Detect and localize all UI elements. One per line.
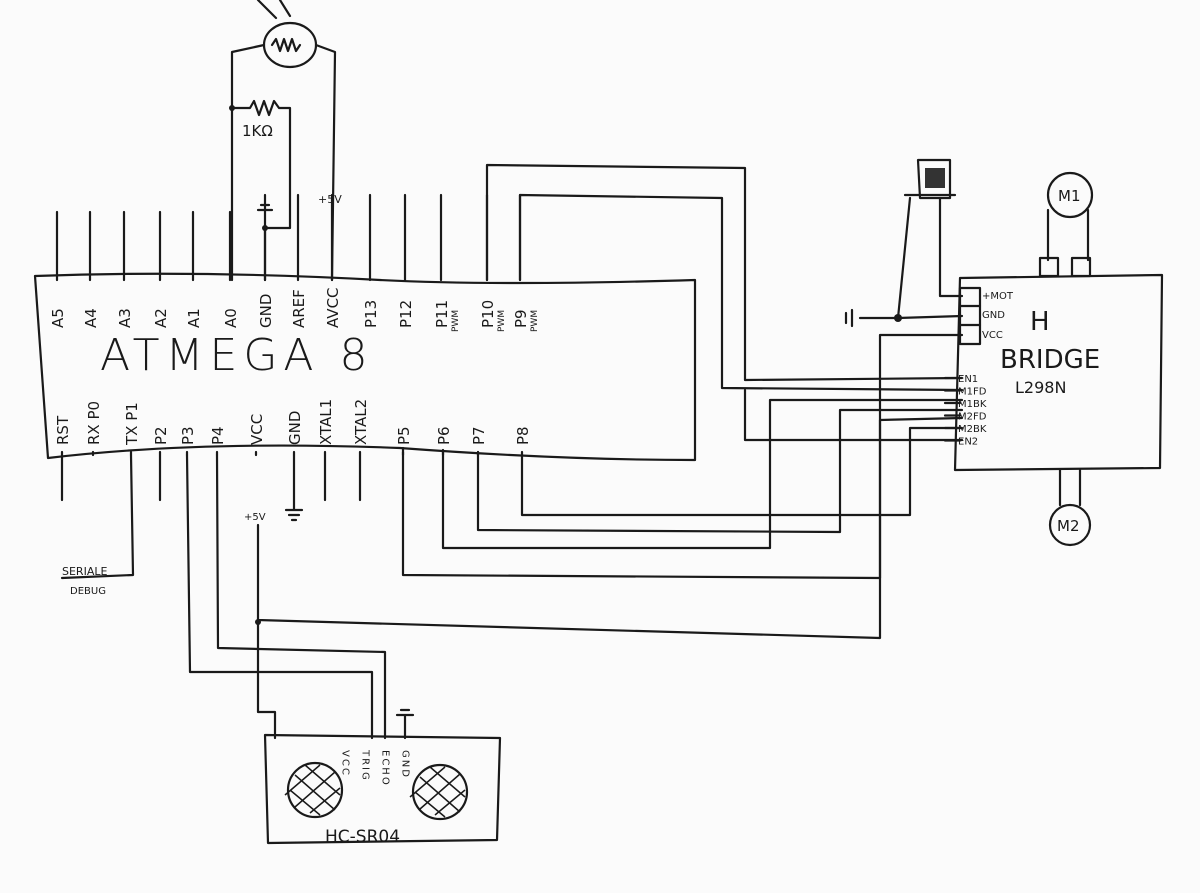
wire-vcc (256, 333, 964, 640)
ground-icon (284, 453, 304, 522)
resistor-label: 1KΩ (242, 122, 273, 140)
wire-p3-trig (185, 453, 374, 740)
bottom-pin-label: P6 (435, 426, 453, 445)
hbridge-outline (953, 273, 1164, 472)
light-arrows-icon (256, 0, 292, 20)
photoresistor-zigzag (270, 37, 302, 53)
motor-2-terminals (1058, 468, 1082, 507)
top-pin-label: A1 (185, 308, 203, 328)
top-pin-label: P11 (433, 300, 451, 328)
hcsr04-pin-label: TRIG (360, 749, 371, 782)
pwm-label: PWM (497, 310, 507, 332)
wire-p4-echo (215, 453, 387, 740)
battery-icon (903, 158, 957, 200)
top-pin-label: A4 (82, 308, 100, 328)
hcsr04-label: HC-SR04 (325, 827, 400, 847)
top-pin-label: A5 (49, 308, 67, 328)
bottom-pin-label: GND (286, 411, 304, 445)
serial-label: SERIALE (62, 565, 107, 578)
resistor-1k (230, 99, 292, 282)
atmega-label: ATMEGA 8 (100, 330, 374, 381)
pwm-label: PWM (451, 310, 461, 332)
vcc-5v-label: +5V (244, 512, 266, 523)
hcsr04-outline (263, 733, 502, 845)
bottom-pin-label: RST (54, 415, 72, 445)
hcsr04-pin-label: VCC (340, 750, 351, 777)
hbridge-title-bridge: BRIDGE (1000, 345, 1100, 375)
top-pin-label: P13 (362, 300, 380, 328)
atmega-chip-outline (33, 272, 697, 462)
hbridge-control-pin-label: M2BK (958, 424, 987, 435)
hbridge-control-pin-label: M1FD (958, 387, 987, 398)
motor-1-terminals (1038, 208, 1092, 278)
motor-2 (1048, 503, 1092, 547)
bottom-pin-label: P4 (209, 426, 227, 445)
motor-2-label: M2 (1057, 517, 1080, 535)
bottom-pin-label: RX P0 (85, 401, 103, 445)
wire-ultrasonic-vcc (256, 620, 277, 740)
wire-p7 (476, 408, 964, 534)
bottom-pin-label: TX P1 (123, 402, 141, 446)
hbridge-pin-label: +MOT (982, 291, 1014, 302)
ultrasonic-receiver (411, 763, 469, 821)
hcsr04-pin-label: GND (400, 750, 411, 779)
wire-tx-serial (60, 453, 135, 580)
wire-p6 (441, 398, 964, 550)
wire-battery (844, 196, 964, 328)
bottom-pin-label: XTAL1 (317, 399, 335, 445)
mesh-hatching (284, 764, 466, 818)
bottom-pin-label: P7 (470, 426, 488, 445)
top-pin-label: A3 (116, 308, 134, 328)
header-dividers (958, 304, 982, 327)
motor-1-label: M1 (1058, 187, 1081, 205)
hbridge-control-pin-label: M1BK (958, 399, 987, 410)
motor-1 (1046, 171, 1094, 219)
top-pin-label: A2 (152, 308, 170, 328)
ultrasonic-transmitter (286, 761, 344, 819)
bottom-pin-label: P8 (514, 426, 532, 445)
bottom-pin-label: P2 (152, 426, 170, 445)
top-pin-label: P12 (397, 300, 415, 328)
avcc-5v-label: +5V (318, 193, 342, 206)
hbridge-pin-label: GND (982, 310, 1005, 321)
top-pin-label: AVCC (324, 287, 342, 328)
hbridge-model: L298N (1015, 378, 1066, 397)
ground-icon (395, 708, 415, 740)
debug-label: DEBUG (70, 586, 106, 597)
bottom-pin-label: P3 (179, 426, 197, 445)
wire-p8 (520, 426, 964, 517)
hbridge-control-pin-label: M2FD (958, 412, 987, 423)
junction-dot (229, 105, 235, 111)
wire-p9 (518, 193, 964, 392)
top-pin-label: P10 (479, 300, 497, 328)
battery-fill (925, 168, 945, 188)
top-pin-label: A0 (222, 308, 240, 328)
bottom-pin-label: VCC (248, 414, 266, 445)
pwm-label: PWM (530, 310, 540, 332)
junction-dot (894, 314, 902, 322)
hcsr04-pin-label: ECHO (380, 750, 391, 787)
bottom-pin-label: XTAL2 (352, 399, 370, 445)
wire-p10-en1 (485, 163, 964, 382)
hbridge-control-pin-label: EN2 (958, 437, 978, 448)
sensor-wires (230, 43, 337, 282)
top-pin-label: AREF (290, 289, 308, 328)
junction-dot (262, 225, 268, 231)
hbridge-pin-label: VCC (982, 330, 1003, 341)
hbridge-title-h: H (1030, 307, 1050, 337)
bottom-pin-label: P5 (395, 426, 413, 445)
hcsr04-pins: VCC TRIG ECHO GND (340, 749, 411, 787)
wire-en2 (743, 388, 964, 442)
top-pin-label: GND (257, 294, 275, 328)
hbridge-control-pin-label: EN1 (958, 374, 978, 385)
ground-icon (256, 203, 274, 212)
top-pin-label: P9 (512, 309, 530, 328)
